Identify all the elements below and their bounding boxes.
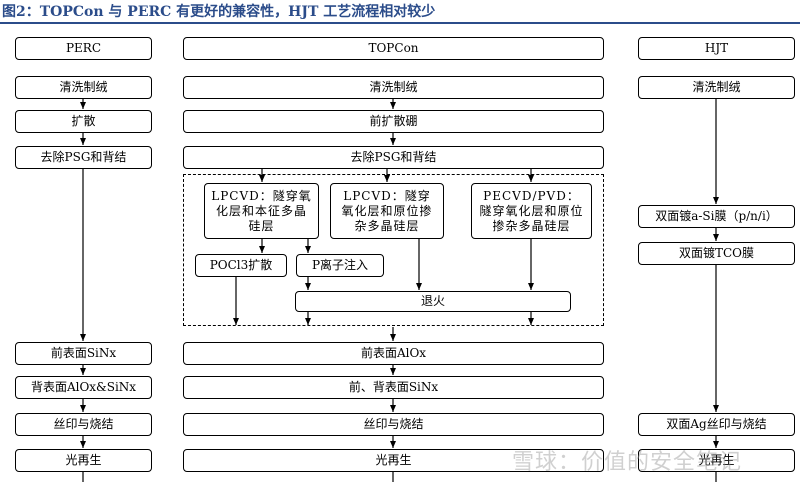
perc-step-rear-alox: 背表面AlOx&SiNx: [15, 376, 152, 399]
perc-step-light-regen: 光再生: [15, 449, 152, 472]
topcon-step-pocl3-diffusion: POCl3扩散: [195, 254, 287, 277]
hjt-step-ag-print: 双面Ag丝印与烧结: [638, 413, 795, 436]
perc-step-diffusion: 扩散: [15, 110, 152, 133]
hjt-step-tco: 双面镀TCO膜: [638, 242, 795, 265]
topcon-option-pecvd-pvd: PECVD/PVD：隧穿氧化层和原位掺杂多晶硅层: [471, 183, 592, 239]
watermark: 雪球：价值的安全笔记: [512, 450, 743, 475]
hjt-step-light-regen: 光再生: [638, 449, 795, 472]
poly-si-options-group: [183, 174, 604, 326]
perc-header: PERC: [15, 37, 152, 60]
topcon-step-light-regen: 光再生: [183, 449, 604, 472]
topcon-step-anneal: 退火: [295, 291, 571, 312]
hjt-header: HJT: [638, 37, 795, 60]
hjt-step-a-si: 双面镀a-Si膜（p/n/i）: [638, 205, 795, 228]
perc-step-clean: 清洗制绒: [15, 76, 152, 99]
topcon-step-clean: 清洗制绒: [183, 76, 604, 99]
topcon-step-front-alox: 前表面AlOx: [183, 342, 604, 365]
perc-step-front-sinx: 前表面SiNx: [15, 342, 152, 365]
topcon-header: TOPCon: [183, 37, 604, 60]
figure-title: 图2：TOPCon 与 PERC 有更好的兼容性，HJT 工艺流程相对较少: [2, 4, 436, 20]
topcon-step-sinx: 前、背表面SiNx: [183, 376, 604, 399]
topcon-step-remove-psg: 去除PSG和背结: [183, 146, 604, 169]
topcon-step-boron-diffusion: 前扩散硼: [183, 110, 604, 133]
perc-step-remove-psg: 去除PSG和背结: [15, 146, 152, 169]
topcon-step-print: 丝印与烧结: [183, 413, 604, 436]
topcon-option-lpcvd-intrinsic: LPCVD：隧穿氧化层和本征多晶硅层: [204, 183, 319, 239]
hjt-step-clean: 清洗制绒: [638, 76, 795, 99]
perc-step-print: 丝印与烧结: [15, 413, 152, 436]
topcon-option-lpcvd-doped: LPCVD：隧穿氧化层和原位掺杂多晶硅层: [330, 183, 444, 239]
title-rule: [0, 22, 800, 24]
topcon-step-p-ion-implant: P离子注入: [296, 254, 384, 277]
